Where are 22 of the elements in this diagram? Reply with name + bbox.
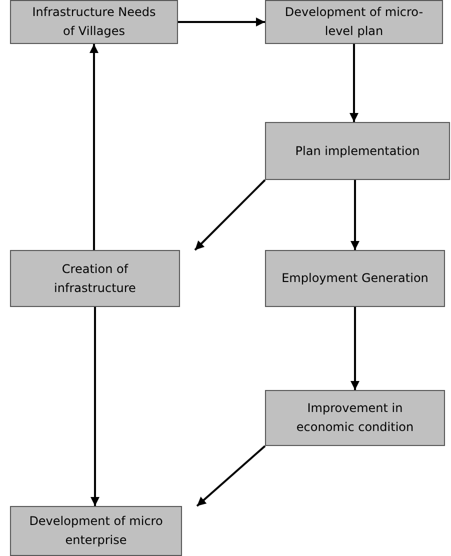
arrow xyxy=(350,44,358,122)
process-box xyxy=(10,0,178,44)
arrow xyxy=(350,180,360,250)
process-box xyxy=(265,0,443,44)
arrow xyxy=(350,307,360,390)
process-box xyxy=(10,250,180,307)
arrow xyxy=(90,44,98,250)
arrow xyxy=(196,445,266,507)
arrow xyxy=(194,179,266,251)
box-label: Infrastructure Needs of Villages xyxy=(31,4,157,40)
arrow xyxy=(178,18,265,26)
arrow xyxy=(90,307,100,506)
box-label: Improvement in economic condition xyxy=(295,400,415,436)
box-label: Employment Generation xyxy=(282,270,428,287)
process-box xyxy=(265,250,445,307)
box-label: Creation of infrastructure xyxy=(53,260,137,296)
box-label: Plan implementation xyxy=(295,142,420,160)
box-label: Development of micro enterprise xyxy=(28,513,164,549)
process-box xyxy=(265,122,450,180)
box-label: Development of micro-level plan xyxy=(284,4,424,40)
process-box xyxy=(265,390,445,446)
process-box xyxy=(10,506,182,556)
